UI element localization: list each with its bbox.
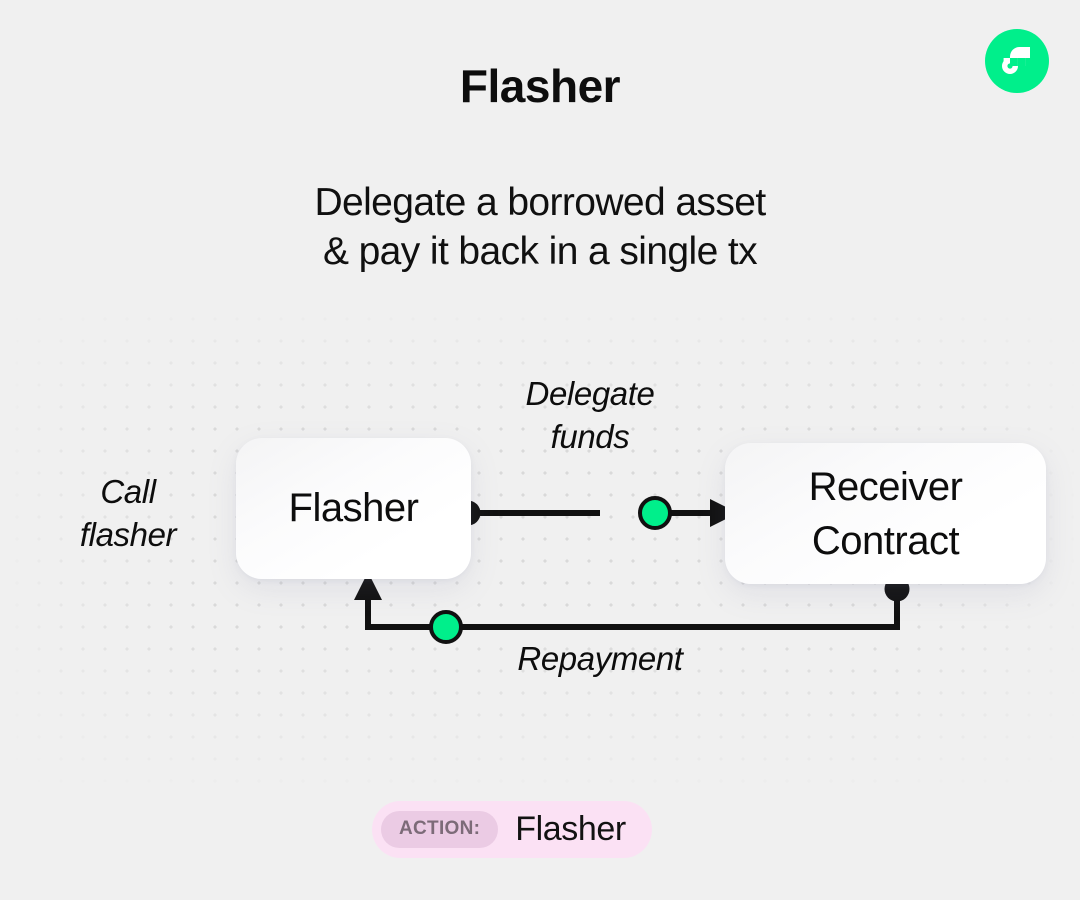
action-badge: ACTION: Flasher (372, 801, 652, 858)
flow-node-repayment (429, 610, 463, 644)
action-badge-value: Flasher (515, 810, 626, 848)
node-flasher: Flasher (236, 438, 471, 579)
connector-delegate (455, 496, 738, 530)
flow-node-delegate (638, 496, 672, 530)
flow-logo-icon (985, 29, 1049, 93)
page-subtitle: Delegate a borrowed asset & pay it back … (314, 181, 766, 273)
arrowhead-right (710, 499, 738, 527)
action-badge-prefix: ACTION: (381, 811, 499, 848)
edge-label-repayment: Repayment (517, 640, 683, 677)
edge-label-call-flasher: Call flasher (79, 473, 177, 553)
node-receiver-contract: Receiver Contract (725, 443, 1046, 584)
arrowhead-up (354, 572, 382, 600)
diagram-stage: Flasher Receiver Contract Call flasher D… (0, 300, 1080, 800)
edge-label-delegate-funds: Delegate funds (525, 375, 655, 455)
page-title: Flasher (459, 60, 621, 112)
